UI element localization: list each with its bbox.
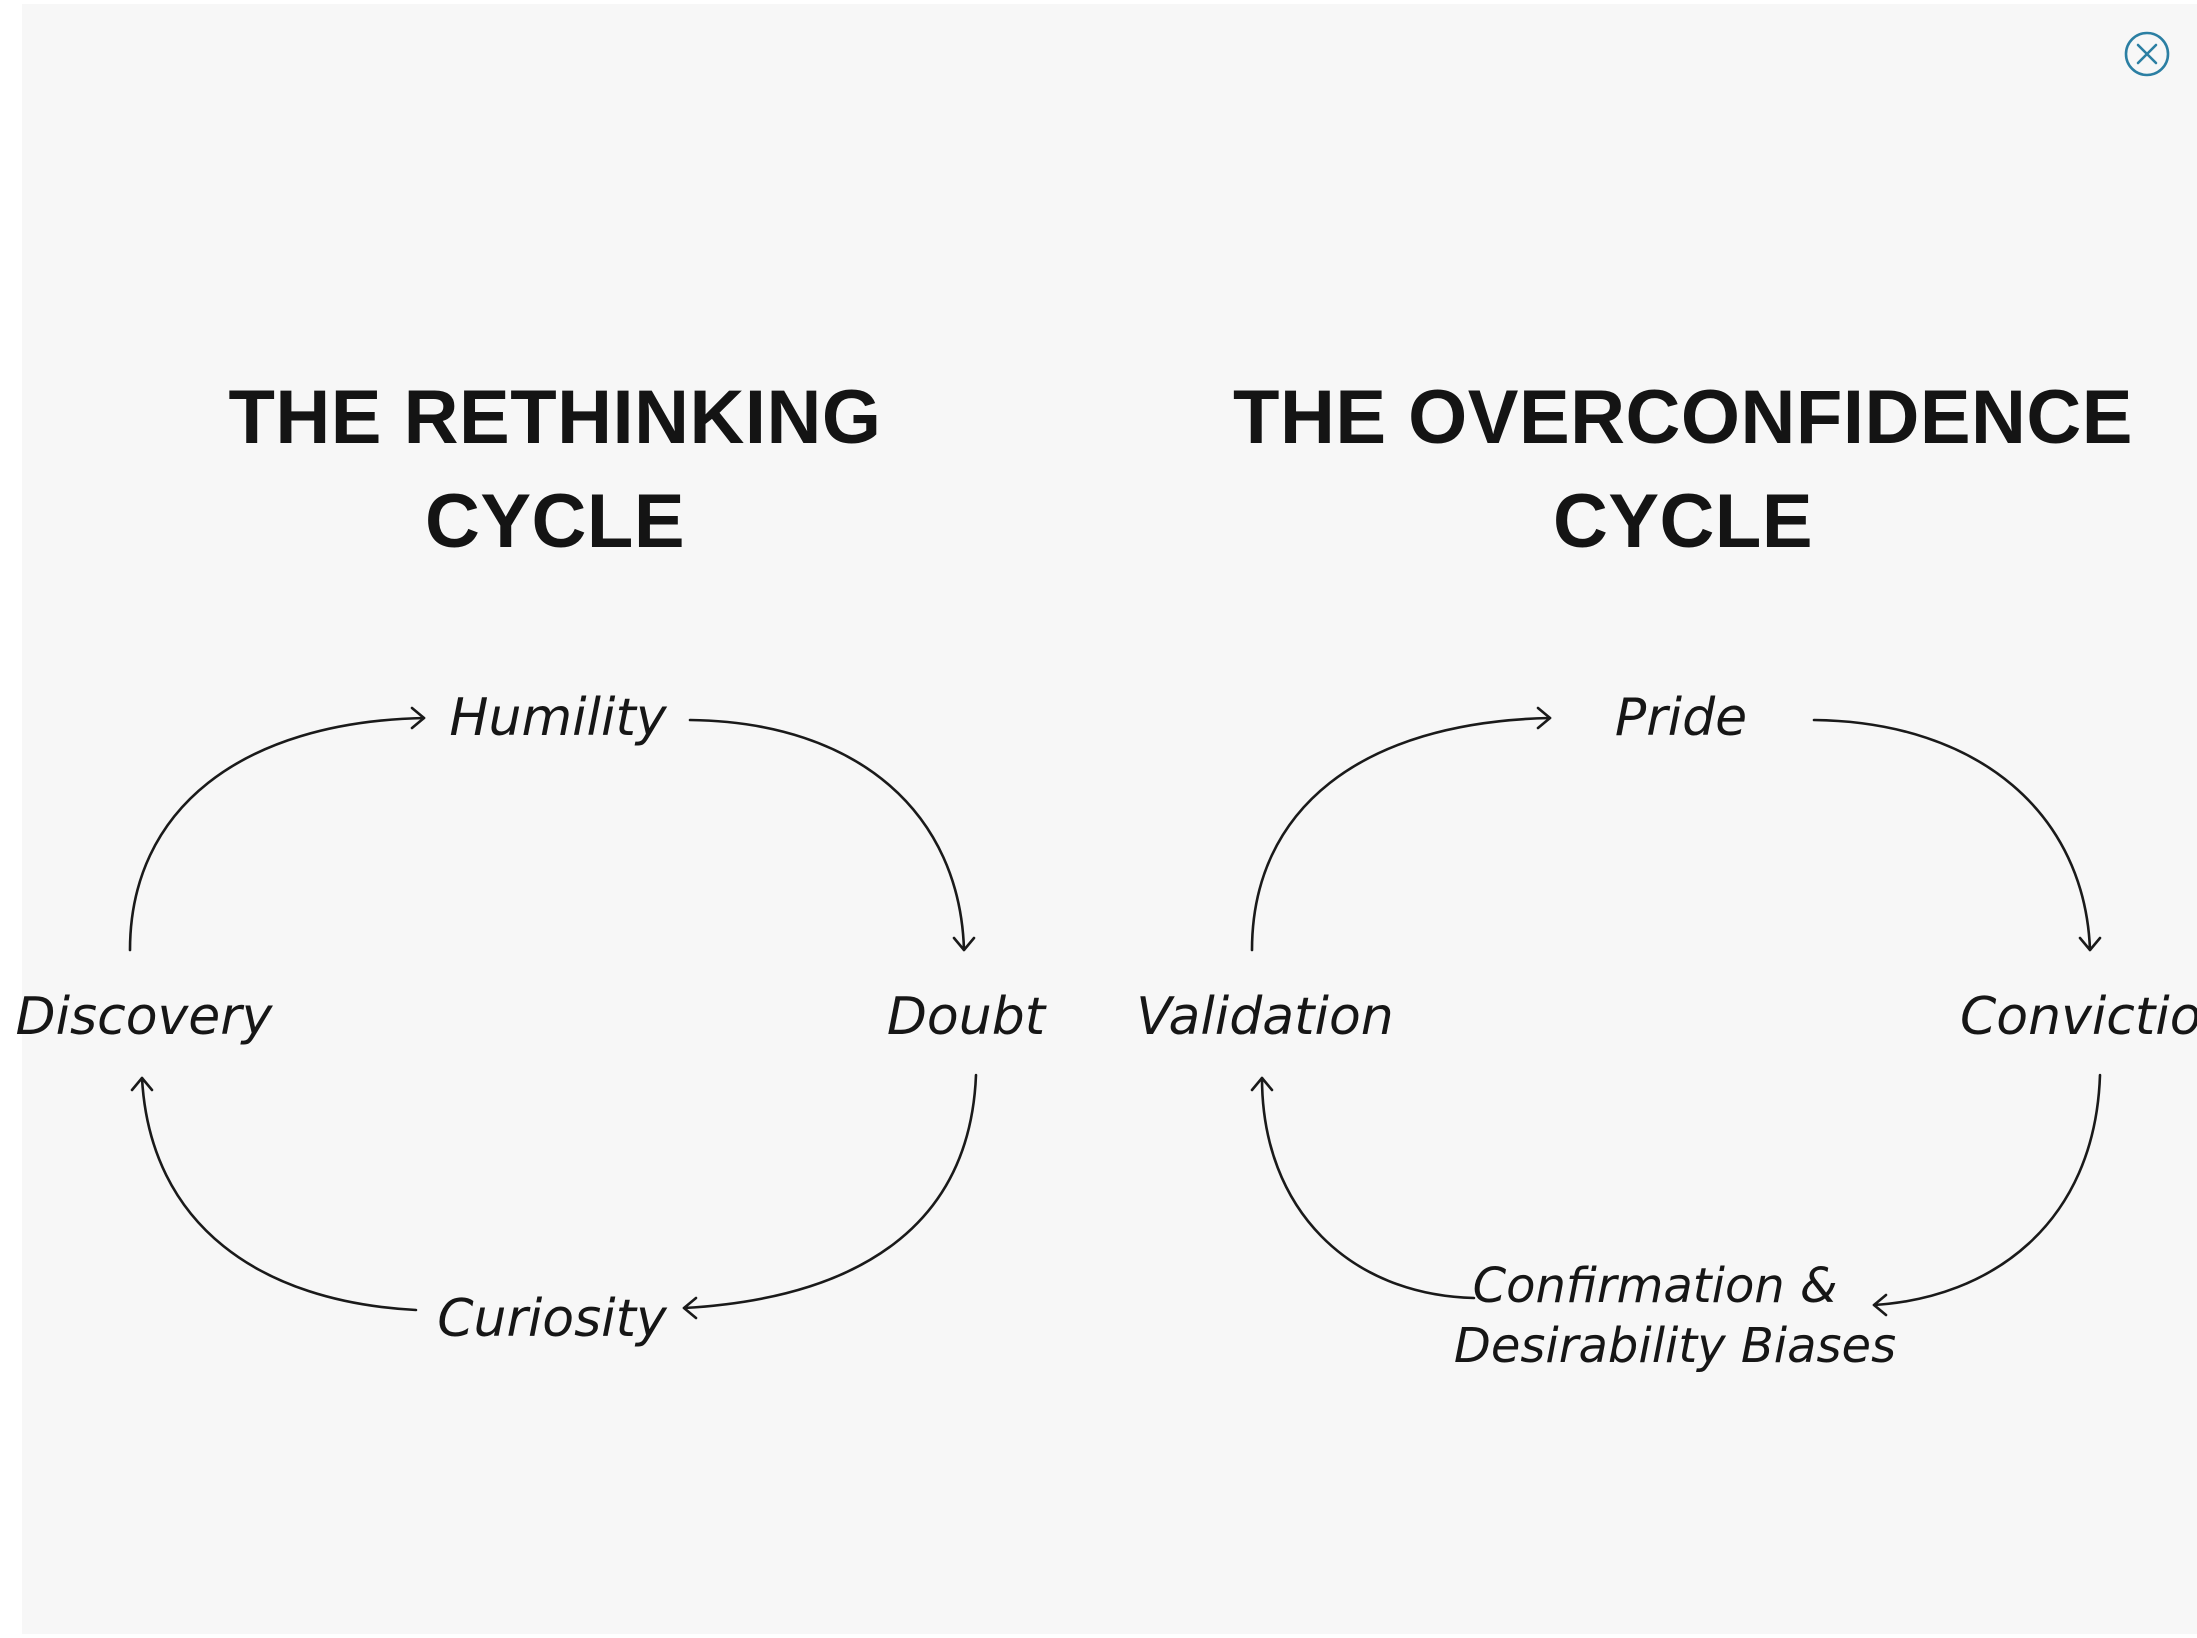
close-button[interactable]	[2124, 31, 2170, 77]
node-validation: Validation	[1136, 987, 1394, 1047]
node-conviction: Conviction	[1960, 987, 2197, 1047]
overconfidence-title-line1: THE OVERCONFIDENCE	[1233, 375, 2133, 460]
rethinking-title-line1: THE RETHINKING	[229, 375, 882, 460]
arrow-humility-to-doubt	[688, 718, 966, 952]
rethinking-title-line2: CYCLE	[425, 479, 685, 564]
node-confirmation-biases-line1: Confirmation &	[1473, 1258, 1838, 1314]
node-curiosity: Curiosity	[437, 1289, 668, 1349]
arrowhead-discovery-to-humility	[410, 706, 426, 730]
arrow-pride-to-conviction	[1812, 718, 2092, 952]
node-confirmation-biases-line2: Desirability Biases	[1454, 1318, 1896, 1374]
left-edge-strip	[0, 0, 22, 1638]
top-edge-strip	[0, 0, 2197, 4]
arrowhead-humility-to-doubt	[952, 936, 976, 952]
arrow-validation-to-pride	[1250, 716, 1552, 952]
arrow-discovery-to-humility	[128, 716, 426, 952]
arrowhead-doubt-to-curiosity	[682, 1296, 698, 1320]
overconfidence-title-line2: CYCLE	[1553, 479, 1813, 564]
arrow-curiosity-to-discovery	[140, 1076, 418, 1312]
arrow-conviction-to-biases	[1872, 1073, 2102, 1307]
arrowhead-validation-to-pride	[1536, 706, 1552, 730]
rethinking-cycle: THE RETHINKING CYCLE Humility Doubt Curi…	[16, 375, 1047, 1349]
arrowhead-biases-to-validation	[1250, 1076, 1274, 1092]
node-humility: Humility	[449, 688, 667, 748]
overconfidence-cycle: THE OVERCONFIDENCE CYCLE Pride Convictio…	[1136, 375, 2197, 1374]
node-discovery: Discovery	[16, 987, 274, 1047]
arrowhead-conviction-to-biases	[1872, 1293, 1888, 1317]
close-circle-icon	[2124, 31, 2170, 77]
arrowhead-curiosity-to-discovery	[130, 1076, 154, 1092]
node-doubt: Doubt	[887, 987, 1047, 1047]
arrowhead-pride-to-conviction	[2078, 936, 2102, 952]
node-pride: Pride	[1615, 688, 1747, 748]
arrow-doubt-to-curiosity	[682, 1073, 978, 1310]
bottom-edge-strip	[0, 1634, 2197, 1638]
arrow-biases-to-validation	[1260, 1076, 1476, 1300]
